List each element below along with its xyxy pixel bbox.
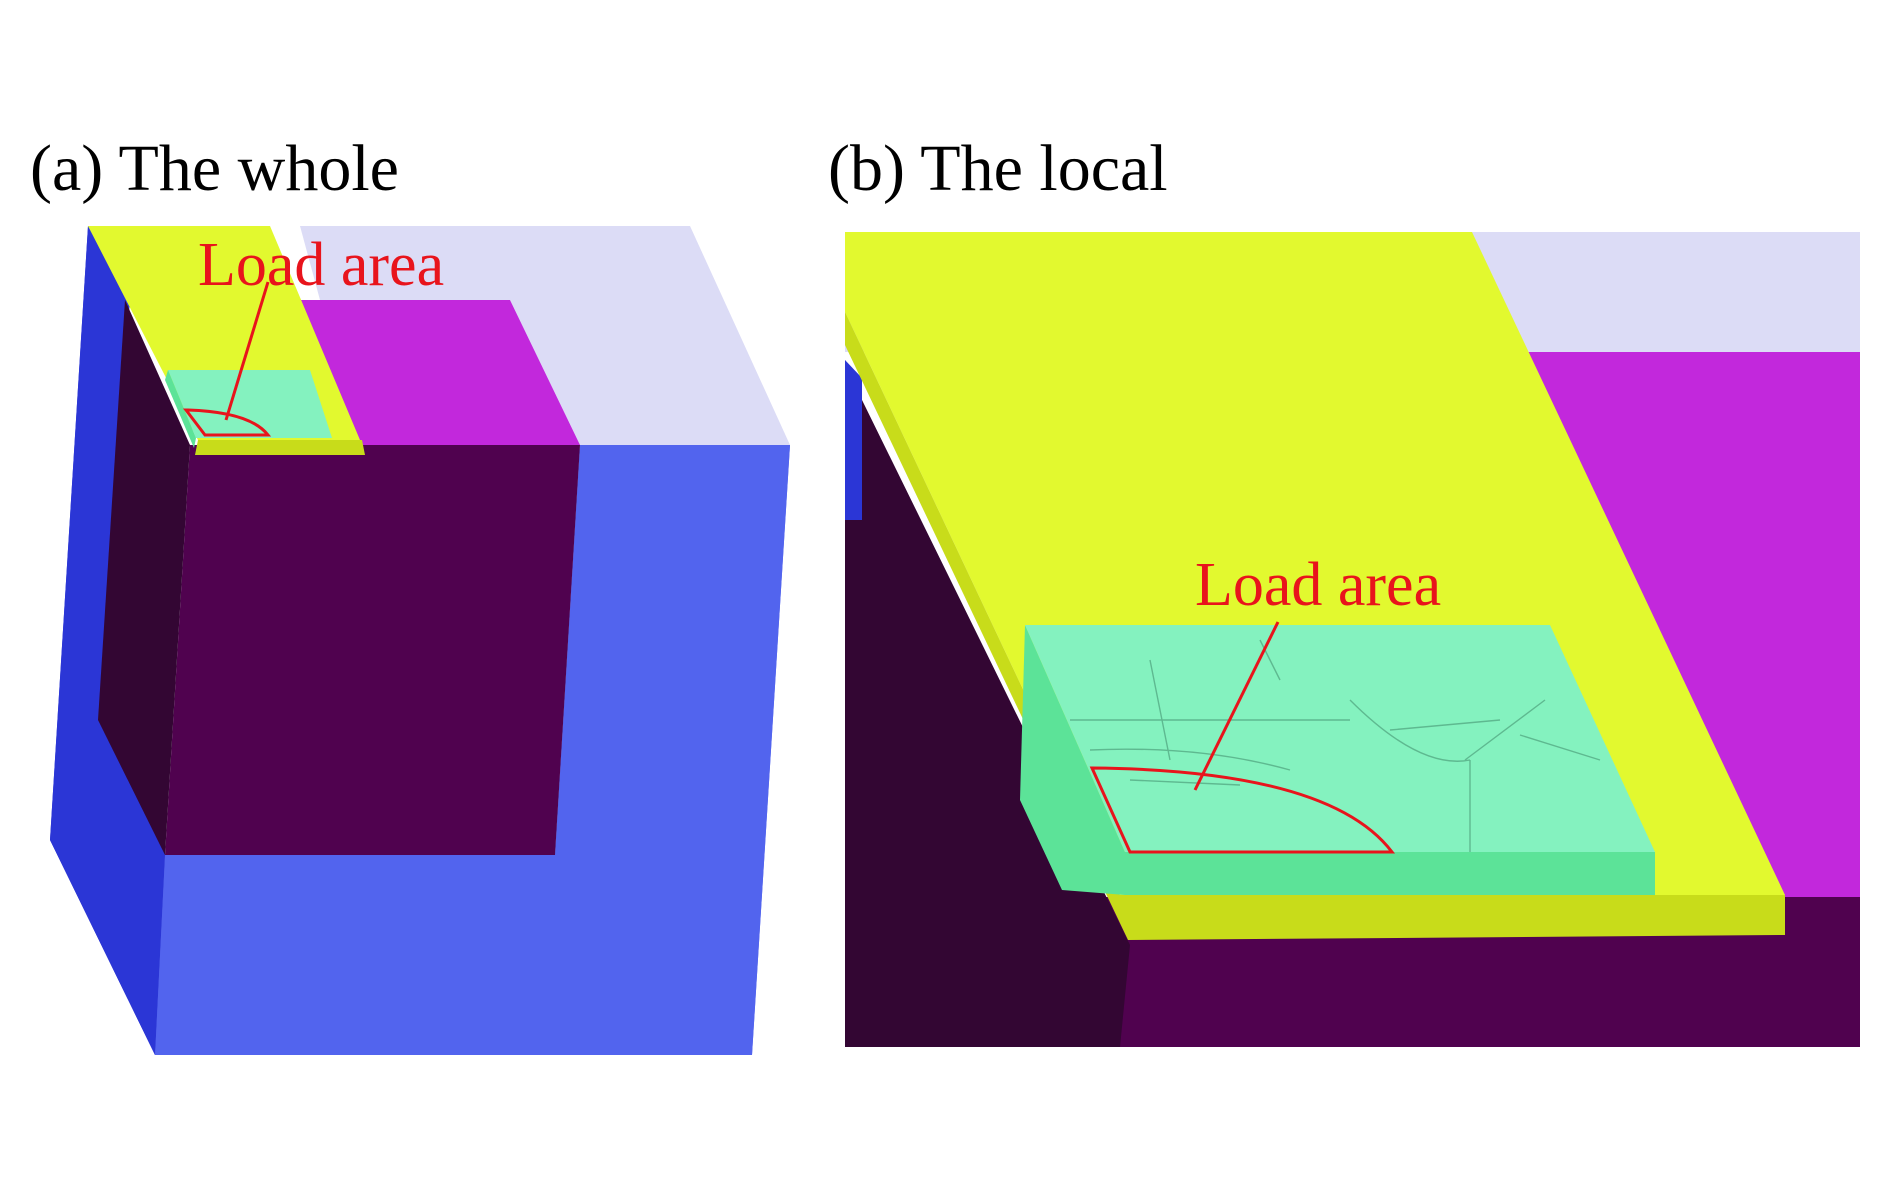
leader-line-a (224, 281, 270, 421)
inner-block-top (300, 300, 580, 445)
panel-a: (a) The whole Load a (30, 132, 790, 1055)
local-blue-sliver (845, 360, 862, 520)
yellow-plate-side (195, 440, 365, 455)
inner-block-front (165, 445, 580, 855)
callout-a: Load area (198, 231, 444, 299)
green-block-side (165, 370, 196, 448)
local-green-block-side (1020, 625, 1125, 895)
mesh-lines (1070, 639, 1601, 852)
load-area-outline-b (1089, 766, 1396, 854)
outer-block-top (88, 226, 790, 445)
leader-line-b (1193, 621, 1280, 791)
local-green-block-top (1025, 625, 1655, 852)
model-local: Load area (845, 232, 1860, 1047)
outer-block-front-lower (155, 445, 790, 1055)
panel-b: (b) The local (828, 132, 1860, 1047)
load-area-outline-a (182, 408, 272, 437)
green-block (168, 370, 332, 438)
panel-b-title: (b) The local (828, 132, 1168, 205)
callout-b: Load area (1195, 551, 1441, 619)
model-whole: Load area (50, 226, 790, 1055)
local-green-block-front (1125, 852, 1655, 895)
panel-a-title: (a) The whole (30, 132, 399, 205)
outer-block-left-strip (50, 226, 165, 1055)
inner-block-left-side (98, 300, 190, 855)
